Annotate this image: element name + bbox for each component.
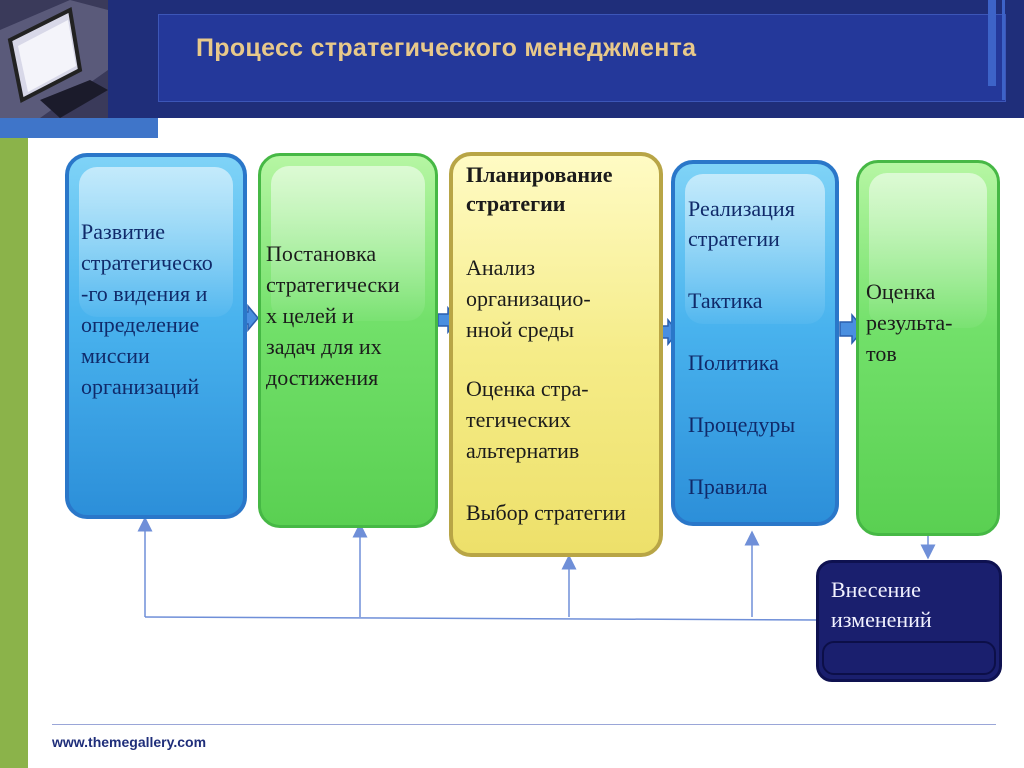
implementation-item: Тактика [688, 285, 763, 316]
implementation-item: Правила [688, 471, 768, 502]
planning-step-selection: Выбор стратегии [466, 497, 626, 528]
changes-box-inner [822, 641, 996, 675]
footer-link[interactable]: www.themegallery.com [52, 734, 206, 750]
implementation-item: Политика [688, 347, 779, 378]
footer-divider [52, 724, 996, 725]
implementation-item: Процедуры [688, 409, 795, 440]
